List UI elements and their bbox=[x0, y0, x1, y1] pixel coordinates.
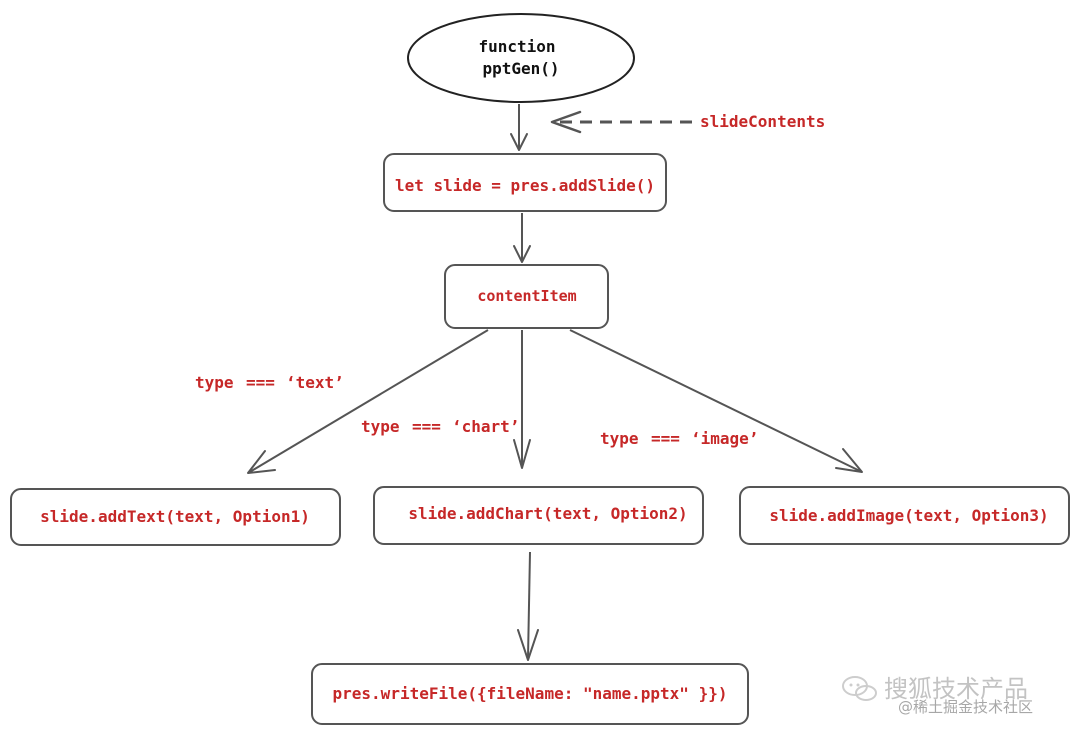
condition-text: type === ‘text’ bbox=[195, 373, 344, 392]
edge-addchart-to-writefile bbox=[517, 551, 539, 661]
watermark-brand: 搜狐技术产品 bbox=[884, 675, 1028, 703]
write-file-text: pres.writeFile({fileName: "name.pptx" }}… bbox=[333, 684, 728, 703]
edge-contentitem-to-addimage bbox=[569, 329, 863, 473]
add-slide-text: let slide = pres.addSlide() bbox=[395, 176, 655, 195]
edge-contentitem-to-addtext bbox=[247, 329, 489, 474]
write-file-node: pres.writeFile({fileName: "name.pptx" }}… bbox=[311, 663, 749, 725]
condition-image-op: === bbox=[651, 429, 680, 448]
edge-start-to-addslide bbox=[510, 104, 528, 151]
start-node-line2: pptGen() bbox=[482, 59, 559, 78]
add-slide-node: let slide = pres.addSlide() bbox=[383, 153, 667, 212]
add-chart-text: slide.addChart(text, Option2) bbox=[408, 504, 687, 523]
start-node-line1: function bbox=[478, 37, 555, 56]
edge-addslide-to-contentitem bbox=[513, 213, 531, 263]
add-text-text: slide.addText(text, Option1) bbox=[40, 507, 310, 526]
watermark: 搜狐技术产品 @稀土掘金技术社区 bbox=[842, 675, 1033, 716]
condition-image-value: ‘image’ bbox=[691, 429, 758, 448]
add-text-node: slide.addText(text, Option1) bbox=[10, 488, 341, 546]
condition-text-value: ‘text’ bbox=[286, 373, 344, 392]
chat-bubble-icon bbox=[842, 676, 877, 701]
edge-contentitem-to-addchart bbox=[513, 330, 531, 469]
content-item-text: contentItem bbox=[477, 287, 576, 305]
add-image-text: slide.addImage(text, Option3) bbox=[769, 506, 1048, 525]
condition-image-type: type bbox=[600, 429, 639, 448]
content-item-node: contentItem bbox=[444, 264, 609, 329]
condition-image: type === ‘image’ bbox=[600, 429, 758, 448]
condition-chart-op: === bbox=[412, 417, 441, 436]
condition-chart: type === ‘chart’ bbox=[361, 417, 519, 436]
add-image-node: slide.addImage(text, Option3) bbox=[739, 486, 1070, 545]
condition-chart-value: ‘chart’ bbox=[452, 417, 519, 436]
slidecontents-label: slideContents bbox=[700, 112, 825, 131]
watermark-credit: @稀土掘金技术社区 bbox=[898, 698, 1033, 716]
add-chart-node: slide.addChart(text, Option2) bbox=[373, 486, 704, 545]
start-node: function pptGen() bbox=[407, 13, 635, 103]
condition-text-op: === bbox=[246, 373, 275, 392]
edge-slidecontents-input: slideContents bbox=[550, 110, 825, 134]
condition-text-type: type bbox=[195, 373, 234, 392]
condition-chart-type: type bbox=[361, 417, 400, 436]
